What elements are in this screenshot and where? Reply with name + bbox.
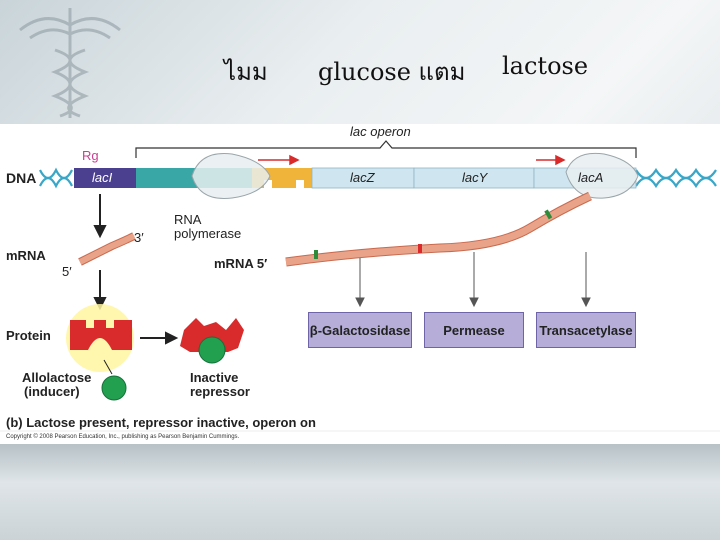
- mrna-label-left: mRNA: [6, 248, 46, 263]
- figure-caption: (b) Lactose present, repressor inactive,…: [6, 415, 316, 430]
- operon-mrna: [285, 191, 592, 267]
- process-arrows: [93, 194, 179, 345]
- enzyme-beta-galactosidase: β-Galactosidase: [308, 312, 412, 348]
- mrna-stop-marker-1: [314, 250, 318, 259]
- mrna-stop-marker-3: [544, 209, 553, 220]
- inactive-repressor-label-1: Inactive: [190, 370, 239, 385]
- copyright-text: Copyright © 2008 Pearson Education, Inc.…: [6, 434, 240, 440]
- rna-polymerase-left: [191, 152, 271, 200]
- protein-label: Protein: [6, 328, 51, 343]
- dna-label: DNA: [6, 170, 37, 186]
- title-part-1: ไมม: [224, 58, 268, 86]
- title-part-2: glucose แตม: [318, 58, 466, 86]
- enzyme-arrows: [355, 252, 591, 308]
- inactive-repressor: [180, 318, 244, 352]
- rna-polymerase-label-1: RNA: [174, 212, 202, 227]
- gene-lacy: lacY: [462, 170, 488, 185]
- operon-label: lac operon: [350, 124, 411, 139]
- mrna-3prime-label: 3′: [134, 230, 144, 245]
- rna-polymerase-label-2: polymerase: [174, 226, 242, 241]
- mrna-5prime-label: 5′: [62, 264, 72, 279]
- rg-label: Rg: [82, 148, 99, 163]
- dna-helix-left: [39, 167, 73, 189]
- title-part-3: lactose: [502, 52, 589, 80]
- allolactose-label-1: Allolactose: [22, 370, 92, 385]
- allolactose-label-2: (inducer): [24, 384, 80, 399]
- gene-laci: lacI: [92, 170, 113, 185]
- enzyme-transacetylase: Transacetylase: [536, 312, 636, 348]
- operon-bracket: [135, 140, 637, 158]
- transcription-arrows: [258, 154, 566, 166]
- gene-lacz: lacZ: [350, 170, 375, 185]
- bound-inducer: [198, 336, 226, 364]
- dna-helix-right: [635, 167, 717, 189]
- enzyme-permease: Permease: [424, 312, 524, 348]
- bottom-decoration: [0, 444, 720, 540]
- repressor-protein: [70, 320, 132, 350]
- inactive-repressor-label-2: repressor: [190, 384, 250, 399]
- mrna-stop-marker-2: [418, 244, 422, 253]
- gene-laca: lacA: [578, 170, 604, 185]
- slide-title: ไมม glucose แตม lactose: [0, 52, 720, 92]
- mrna-label-right: mRNA 5′: [214, 256, 268, 271]
- caduceus-watermark: [19, 8, 121, 118]
- allolactose-inducer: [101, 375, 127, 401]
- laci-gene-segment: [74, 168, 136, 188]
